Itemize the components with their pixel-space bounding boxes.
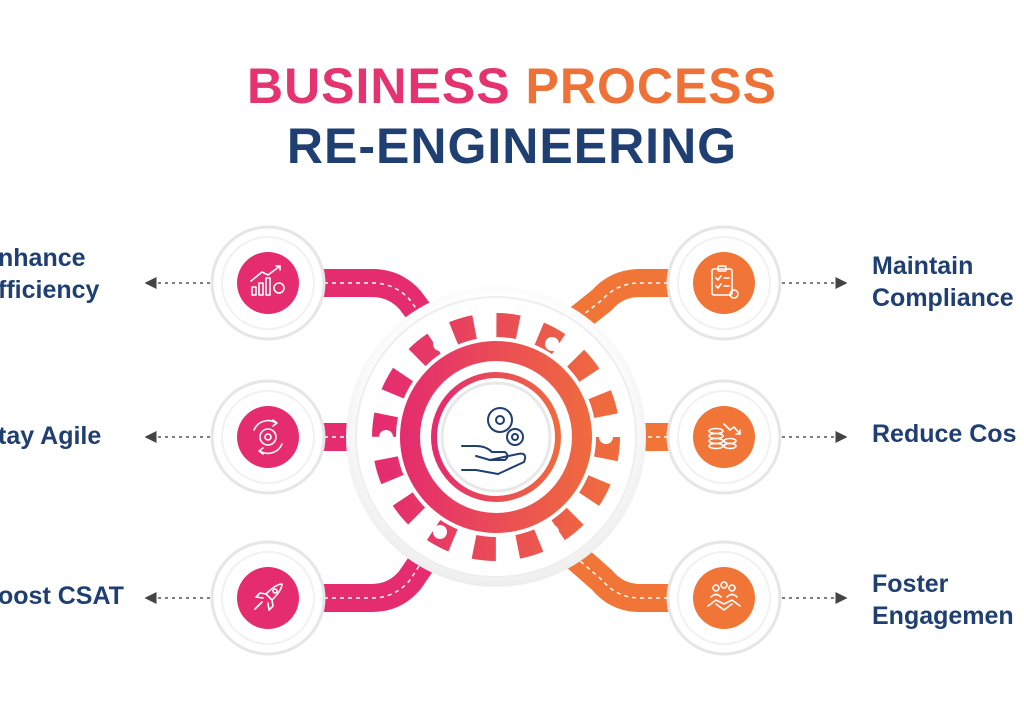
growth-chart-icon [250,265,285,296]
cost-coins-icon [708,423,741,450]
checklist-icon [711,265,739,299]
label-enhance-efficiency-line-2: fficiency [0,276,100,304]
label-foster-engagement-line-1: Foster [872,570,949,598]
label-reduce-cost: Reduce Cos [872,418,1016,450]
label-enhance-efficiency: nhance fficiency [0,242,99,306]
gear-inner-shadow [440,381,552,493]
joint-dot-2 [379,430,393,444]
connector-dash-6 [555,539,692,599]
label-maintain-compliance-line-2: Compliance [872,284,1014,312]
label-boost-csat-line-1: oost CSAT [0,582,124,610]
icon-rings [210,225,782,656]
rocket-icon [254,583,283,611]
title-word-process: PROCESS [525,58,778,114]
joint-dot-1 [433,337,447,351]
hand-gears-icon [461,407,527,475]
title-line-1: BUSINESS PROCESS [0,58,1024,114]
ring-maintain-compliance [666,225,782,341]
title-word-business: BUSINESS [246,58,511,114]
ring-boost-csat [210,540,326,656]
joint-dots [379,337,613,539]
joint-dot-5 [599,430,613,444]
label-foster-engagement-line-2: Engagemen [872,602,1014,630]
label-reduce-cost-line-1: Reduce Cos [872,420,1017,448]
connector-dash-group [300,282,692,599]
agile-cycle-icon [253,419,283,455]
joint-dot-3 [433,525,447,539]
label-maintain-compliance-line-1: Maintain [872,252,974,280]
connector-dash-4 [555,282,692,337]
ring-foster-engagement [666,540,782,656]
label-stay-agile-line-1: tay Agile [0,422,102,450]
ring-enhance-efficiency [210,225,326,341]
handshake-team-icon [707,581,741,611]
label-enhance-efficiency-line-1: nhance [0,244,86,272]
title-line-2: RE-ENGINEERING [286,118,738,174]
ring-reduce-cost [666,379,782,495]
connector-dash-1 [300,282,437,337]
label-stay-agile: tay Agile [0,420,101,452]
connector-dash-3 [300,539,437,599]
label-foster-engagement: Foster Engagemen [872,568,1014,632]
joint-dot-4 [545,337,559,351]
label-maintain-compliance: Maintain Compliance [872,250,1014,314]
label-boost-csat: oost CSAT [0,580,124,612]
joint-dot-6 [545,525,559,539]
ring-stay-agile [210,379,326,495]
